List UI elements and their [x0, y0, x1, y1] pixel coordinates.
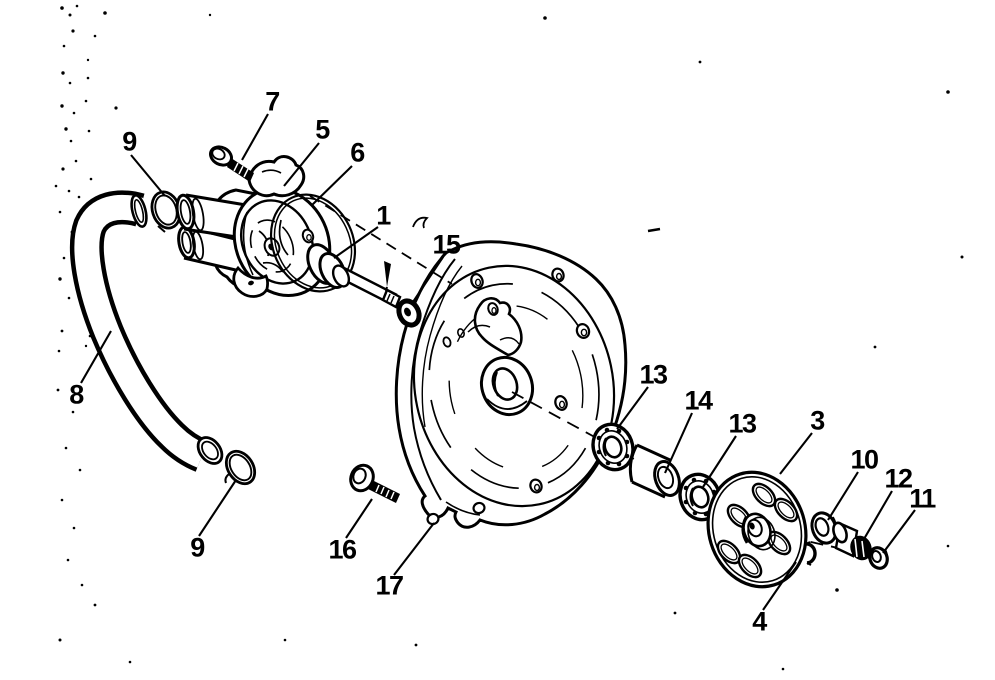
callout-11: 11 [909, 483, 936, 514]
callout-17: 17 [375, 570, 404, 601]
bolt-7 [208, 145, 254, 182]
direction-arrow [384, 261, 391, 287]
callout-10: 10 [850, 444, 879, 475]
callout-14: 14 [684, 385, 713, 416]
callout-13-left: 13 [639, 359, 668, 390]
bolt-16 [349, 463, 400, 503]
callout-3: 3 [810, 405, 825, 436]
wire-hook-mark [412, 216, 429, 229]
circlip [805, 541, 817, 566]
callout-12: 12 [884, 463, 913, 494]
coolant-hose [69, 190, 224, 472]
callout-8: 8 [69, 379, 84, 410]
water-pump-housing [175, 155, 332, 298]
callout-15: 15 [432, 229, 461, 260]
spacer-collar [628, 443, 681, 499]
callout-13-right: 13 [728, 408, 757, 439]
callout-6: 6 [350, 137, 365, 168]
speckle-noise [54, 4, 964, 671]
callout-16: 16 [328, 534, 357, 565]
drive-plate [706, 470, 808, 589]
callout-7: 7 [265, 86, 280, 117]
drive-plate-holes [716, 482, 799, 579]
callout-9-upper: 9 [122, 126, 137, 157]
oil-seal [396, 298, 422, 328]
leader-lines [80, 113, 916, 611]
callout-4: 4 [752, 606, 767, 637]
crankcase-cover [394, 240, 628, 529]
callout-5: 5 [315, 114, 330, 145]
callout-9-lower: 9 [190, 532, 205, 563]
hose-clamp-lower [224, 449, 257, 486]
callout-1: 1 [376, 200, 391, 231]
pump-shaft [306, 216, 429, 309]
bearing-left [591, 422, 635, 472]
